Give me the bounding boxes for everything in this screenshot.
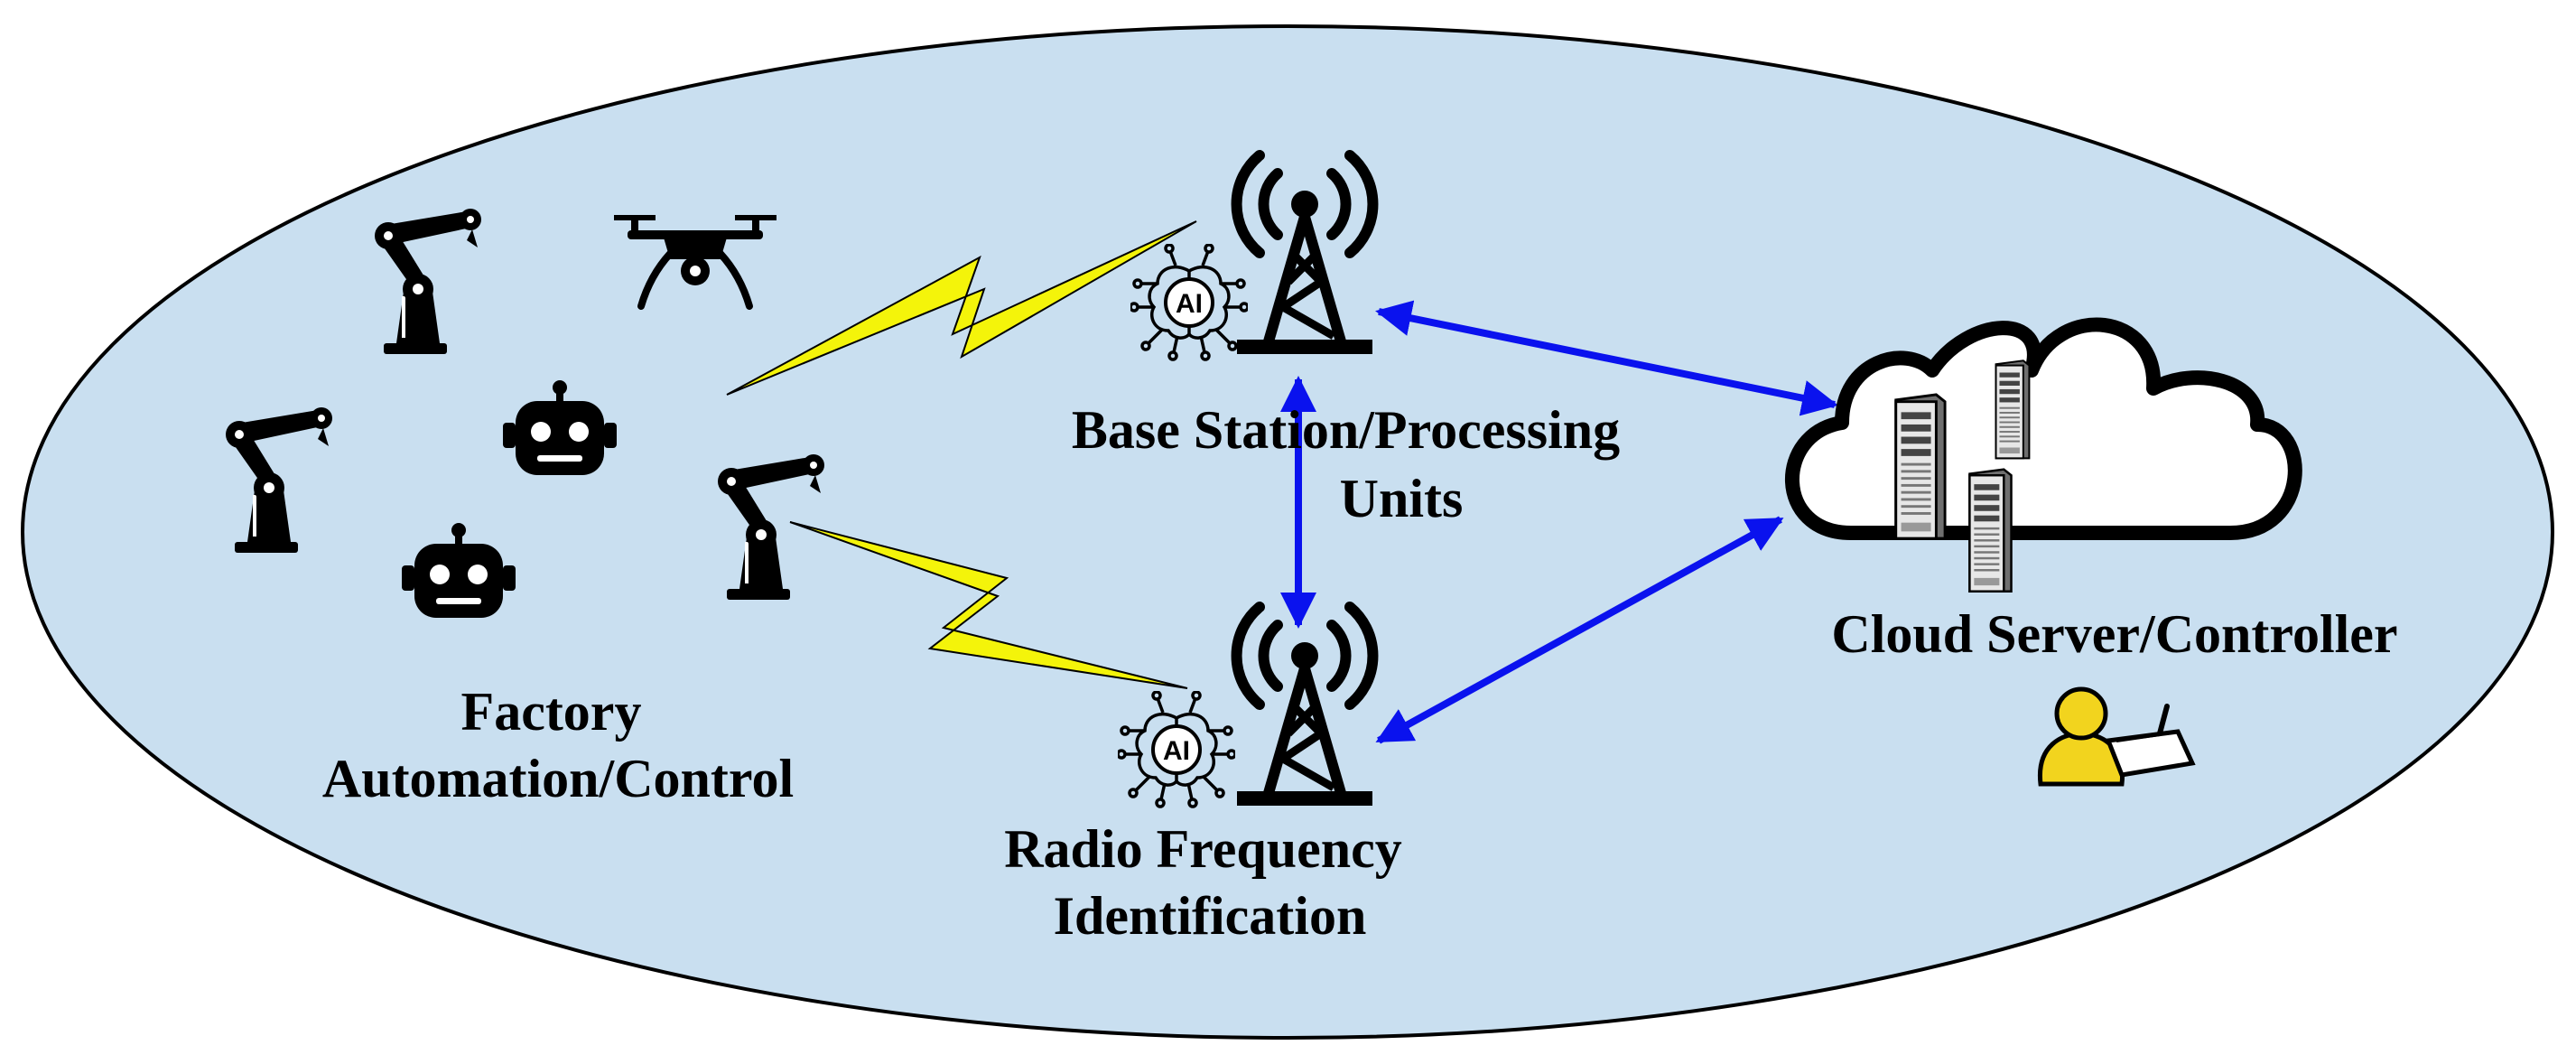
svg-text:AI: AI — [1176, 289, 1203, 319]
ai-brain-icon: AI — [1118, 691, 1235, 808]
factory-label: Factory Automation/Control — [322, 682, 794, 808]
link-arrow-base-cloud — [1375, 300, 1838, 416]
user-icon — [2038, 686, 2196, 787]
wireless-link-icon — [789, 521, 1188, 689]
base-station-label: Base Station/Processing Units — [1072, 400, 1633, 528]
rfid-label: Radio Frequency Identification — [1004, 819, 1416, 946]
link-arrow-rfid-cloud — [1375, 516, 1784, 744]
server-icon — [1995, 359, 2031, 460]
server-icon — [1894, 393, 1947, 540]
cloud-label: Cloud Server/Controller — [1831, 604, 2397, 664]
ai-brain-icon: AI — [1130, 244, 1248, 361]
svg-text:AI: AI — [1163, 736, 1190, 766]
wireless-link-icon — [726, 220, 1197, 396]
server-icon — [1967, 468, 2013, 593]
